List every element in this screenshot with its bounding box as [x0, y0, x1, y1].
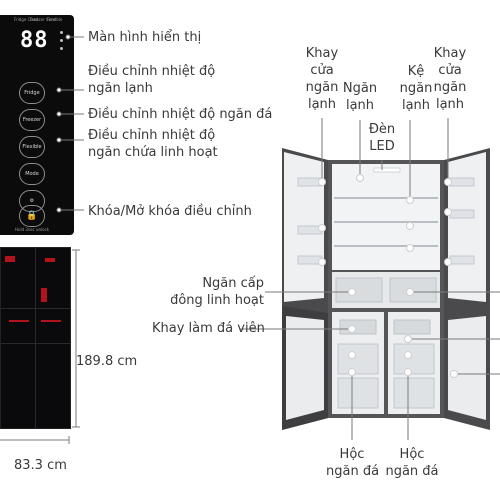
settings-button[interactable]: ⚙: [19, 190, 45, 212]
panel-top-label-freezer: Freezer Cond.: [30, 17, 58, 22]
thumb-display: [41, 288, 47, 302]
temperature-display: 88: [20, 28, 49, 53]
left-freezer-door: [286, 316, 324, 420]
hotspot-ice-tray[interactable]: [348, 325, 356, 333]
label-fridge-temp: Điều chỉnh nhiệt độ ngăn lạnh: [88, 64, 216, 96]
label-shelf: Kệ ngăn lạnh: [399, 64, 433, 113]
label-door-tray-right: Khay cửa ngăn lạnh: [433, 46, 467, 112]
freezer-button[interactable]: Freezer: [19, 109, 45, 131]
fridge-compartment: [332, 164, 440, 270]
panel-top-label-flexible: Flexible: [47, 17, 63, 22]
label-ice-tray: Khay làm đá viên: [152, 321, 265, 336]
hotspot-freezer-drawer[interactable]: [348, 351, 356, 359]
panel-top-label-fridge: Fridge Cond.: [14, 17, 40, 22]
label-freezer-temp: Điều chỉnh nhiệt độ ngăn đá: [88, 107, 273, 122]
hotspot-door-tray-left-2[interactable]: [318, 224, 326, 232]
label-lock: Khóa/Mở khóa điều chỉnh: [88, 204, 252, 219]
hotspot-door-tray-right-2[interactable]: [444, 208, 452, 216]
hotspot-shelf[interactable]: [406, 196, 414, 204]
flexible-button[interactable]: Flexible: [19, 136, 45, 158]
lock-button[interactable]: 🔒: [19, 205, 45, 227]
label-flexible-temp: Điều chỉnh nhiệt độ ngăn chứa linh hoạt: [88, 128, 218, 160]
right-freezer-door: [448, 316, 486, 420]
hotspot-shelf-2[interactable]: [406, 222, 414, 230]
mode-button[interactable]: Mode: [19, 163, 45, 185]
label-width: 83.3 cm: [14, 458, 67, 473]
fridge-button[interactable]: Fridge: [19, 82, 45, 104]
control-panel: Fridge Cond. Freezer Cond. Flexible 88 F…: [0, 15, 74, 235]
label-led-light: Đèn LED: [368, 122, 396, 154]
label-freezer-drawer-1: Hộc ngăn đá: [326, 447, 380, 479]
display-indicator-dot: [60, 39, 63, 42]
hotspot-door-tray-right[interactable]: [444, 178, 452, 186]
label-fridge-compartment: Ngăn lạnh: [342, 81, 378, 113]
hotspot-freezer-drawer-right[interactable]: [404, 351, 412, 359]
led-light: [373, 167, 401, 173]
lock-caption: Hold 3sec unlock: [15, 227, 50, 232]
label-quick-freeze: Ngăn cấp đông linh hoạt: [170, 276, 264, 308]
open-fridge-illustration: [282, 148, 490, 430]
label-freezer-drawer-2: Hộc ngăn đá: [385, 447, 439, 479]
hotspot-quick-freeze[interactable]: [348, 288, 356, 296]
hotspot-ice-tray-right[interactable]: [404, 335, 412, 343]
hotspot-freezer-drawer-right-2[interactable]: [404, 368, 412, 376]
hotspot-fridge-compartment[interactable]: [356, 174, 364, 182]
hotspot-door-tray-left-3[interactable]: [318, 258, 326, 266]
thumb-logo: [45, 258, 55, 262]
display-indicator-dot: [60, 31, 63, 34]
hotspot-door-tray-left[interactable]: [318, 178, 326, 186]
hotspot-quick-freeze-right[interactable]: [406, 288, 414, 296]
label-door-tray-left: Khay cửa ngăn lạnh: [305, 46, 339, 112]
thumb-logo: [5, 256, 15, 262]
label-height: 189.8 cm: [76, 354, 138, 369]
hotspot-freezer-door-right[interactable]: [450, 370, 458, 378]
hotspot-door-tray-right-3[interactable]: [444, 258, 452, 266]
display-indicator-dot: [60, 47, 63, 50]
hotspot-shelf-3[interactable]: [406, 244, 414, 252]
fridge-thumbnail: [0, 247, 71, 429]
hotspot-freezer-drawer-2[interactable]: [348, 368, 356, 376]
label-display-screen: Màn hình hiển thị: [88, 30, 202, 45]
